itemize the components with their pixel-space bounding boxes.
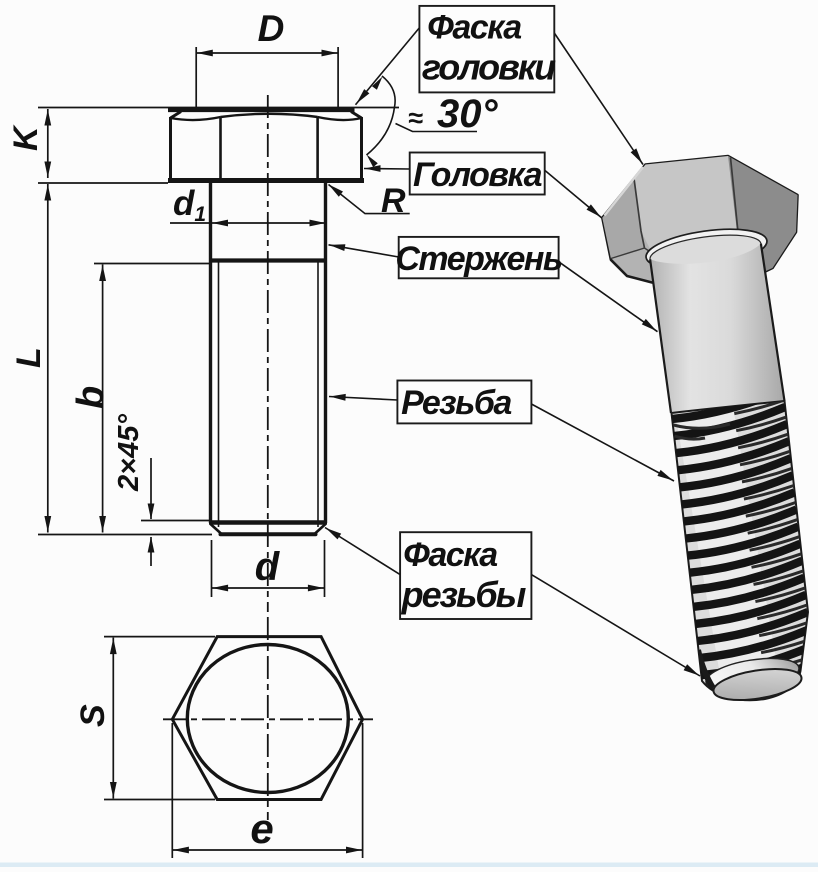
svg-text:Фаска: Фаска — [403, 536, 497, 574]
svg-text:резьбы: резьбы — [401, 574, 527, 615]
svg-text:2×45°: 2×45° — [113, 414, 145, 492]
svg-text:S: S — [74, 704, 112, 727]
svg-text:d: d — [255, 545, 281, 589]
svg-text:e: e — [250, 805, 273, 852]
svg-text:Стержень: Стержень — [395, 240, 562, 278]
svg-text:головки: головки — [422, 47, 556, 88]
svg-text:L: L — [10, 347, 48, 368]
svg-text:30°: 30° — [437, 92, 498, 136]
svg-text:≈: ≈ — [408, 103, 423, 133]
svg-text:Резьба: Резьба — [401, 384, 511, 422]
svg-text:K: K — [7, 124, 45, 151]
svg-text:Головка: Головка — [413, 156, 542, 194]
svg-text:Фаска: Фаска — [427, 9, 521, 47]
svg-text:D: D — [258, 8, 285, 49]
svg-text:b: b — [70, 386, 112, 409]
